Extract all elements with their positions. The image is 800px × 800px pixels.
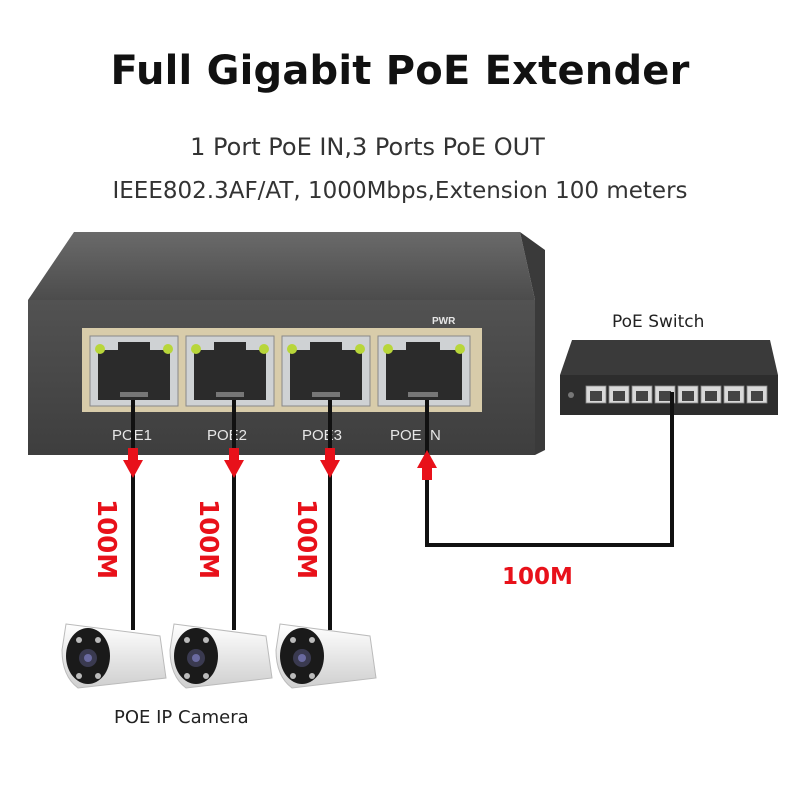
switch-top-face <box>560 340 778 375</box>
link-led-icon <box>163 344 173 354</box>
speed-label-poe-in: 100M <box>502 564 573 590</box>
extender-top-face <box>28 232 535 300</box>
switch-ports <box>585 385 768 404</box>
port-poe3[interactable] <box>281 335 371 407</box>
subtitle-specs: IEEE802.3AF/AT, 1000Mbps,Extension 100 m… <box>112 178 688 204</box>
link-led-icon <box>287 344 297 354</box>
camera-1 <box>61 623 167 689</box>
camera-label: POE IP Camera <box>114 707 249 728</box>
link-led-icon <box>355 344 365 354</box>
port-poe2[interactable] <box>185 335 275 407</box>
arrow-down-icon <box>224 448 244 478</box>
link-led-icon <box>191 344 201 354</box>
port-label-poe2: POE2 <box>207 427 247 444</box>
camera-2 <box>169 623 273 689</box>
port-poe-in[interactable] <box>377 335 471 407</box>
reset-button-icon <box>568 392 574 398</box>
arrow-down-icon <box>123 448 143 478</box>
link-led-icon <box>383 344 393 354</box>
link-led-icon <box>259 344 269 354</box>
subtitle-ports: 1 Port PoE IN,3 Ports PoE OUT <box>190 133 545 161</box>
arrow-down-icon <box>320 448 340 478</box>
extender-side-face <box>520 232 545 455</box>
power-led-icon <box>455 344 465 354</box>
port-label-poe3: POE3 <box>302 427 342 444</box>
page-title: Full Gigabit PoE Extender <box>110 48 690 94</box>
speed-label-poe1: 100M <box>91 499 121 579</box>
camera-3 <box>275 623 377 689</box>
port-label-poe-in: POE IN <box>390 427 441 444</box>
pwr-label: PWR <box>432 316 456 327</box>
port-poe1[interactable] <box>89 335 179 407</box>
poe-switch <box>560 340 778 415</box>
speed-label-poe2: 100M <box>193 499 223 579</box>
speed-label-poe3: 100M <box>291 499 321 579</box>
arrows <box>123 448 437 480</box>
link-led-icon <box>95 344 105 354</box>
switch-label: PoE Switch <box>612 312 705 332</box>
poe-extender: PWR POE1 POE2 POE3 POE IN <box>28 232 545 455</box>
arrow-up-icon <box>417 450 437 480</box>
